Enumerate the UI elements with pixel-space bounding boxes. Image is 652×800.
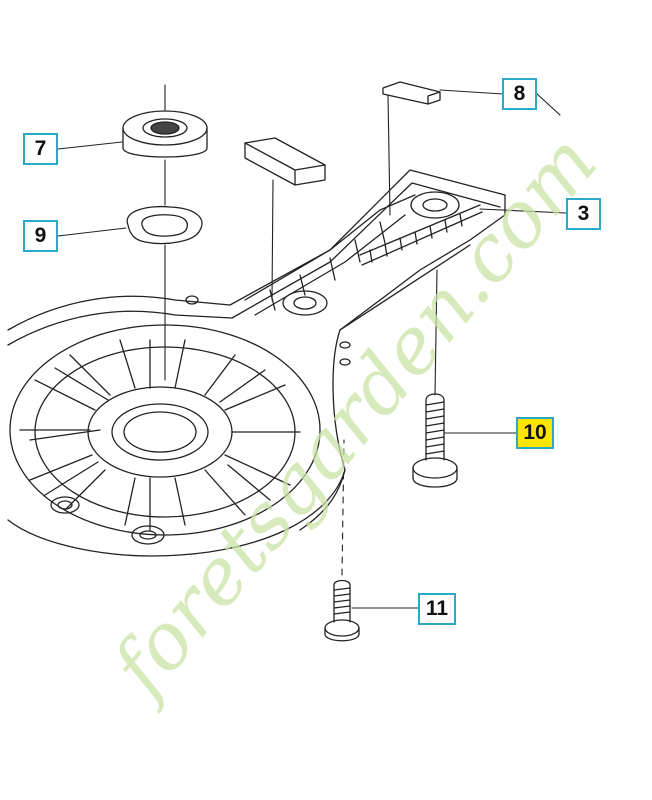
callout-10[interactable]: 10 [516, 417, 554, 449]
callout-7[interactable]: 7 [23, 133, 58, 165]
part-11-screw [324, 579, 360, 642]
callout-8[interactable]: 8 [502, 78, 537, 110]
callout-11[interactable]: 11 [418, 593, 456, 625]
callout-9[interactable]: 9 [23, 220, 58, 252]
leader-lines [57, 84, 567, 609]
part-7-bearing [122, 110, 208, 158]
part-9-washer [126, 205, 203, 245]
callout-3[interactable]: 3 [566, 198, 601, 230]
part-10-screw [412, 393, 458, 488]
part-8-key [244, 81, 441, 186]
bracket-housing [7, 169, 506, 557]
